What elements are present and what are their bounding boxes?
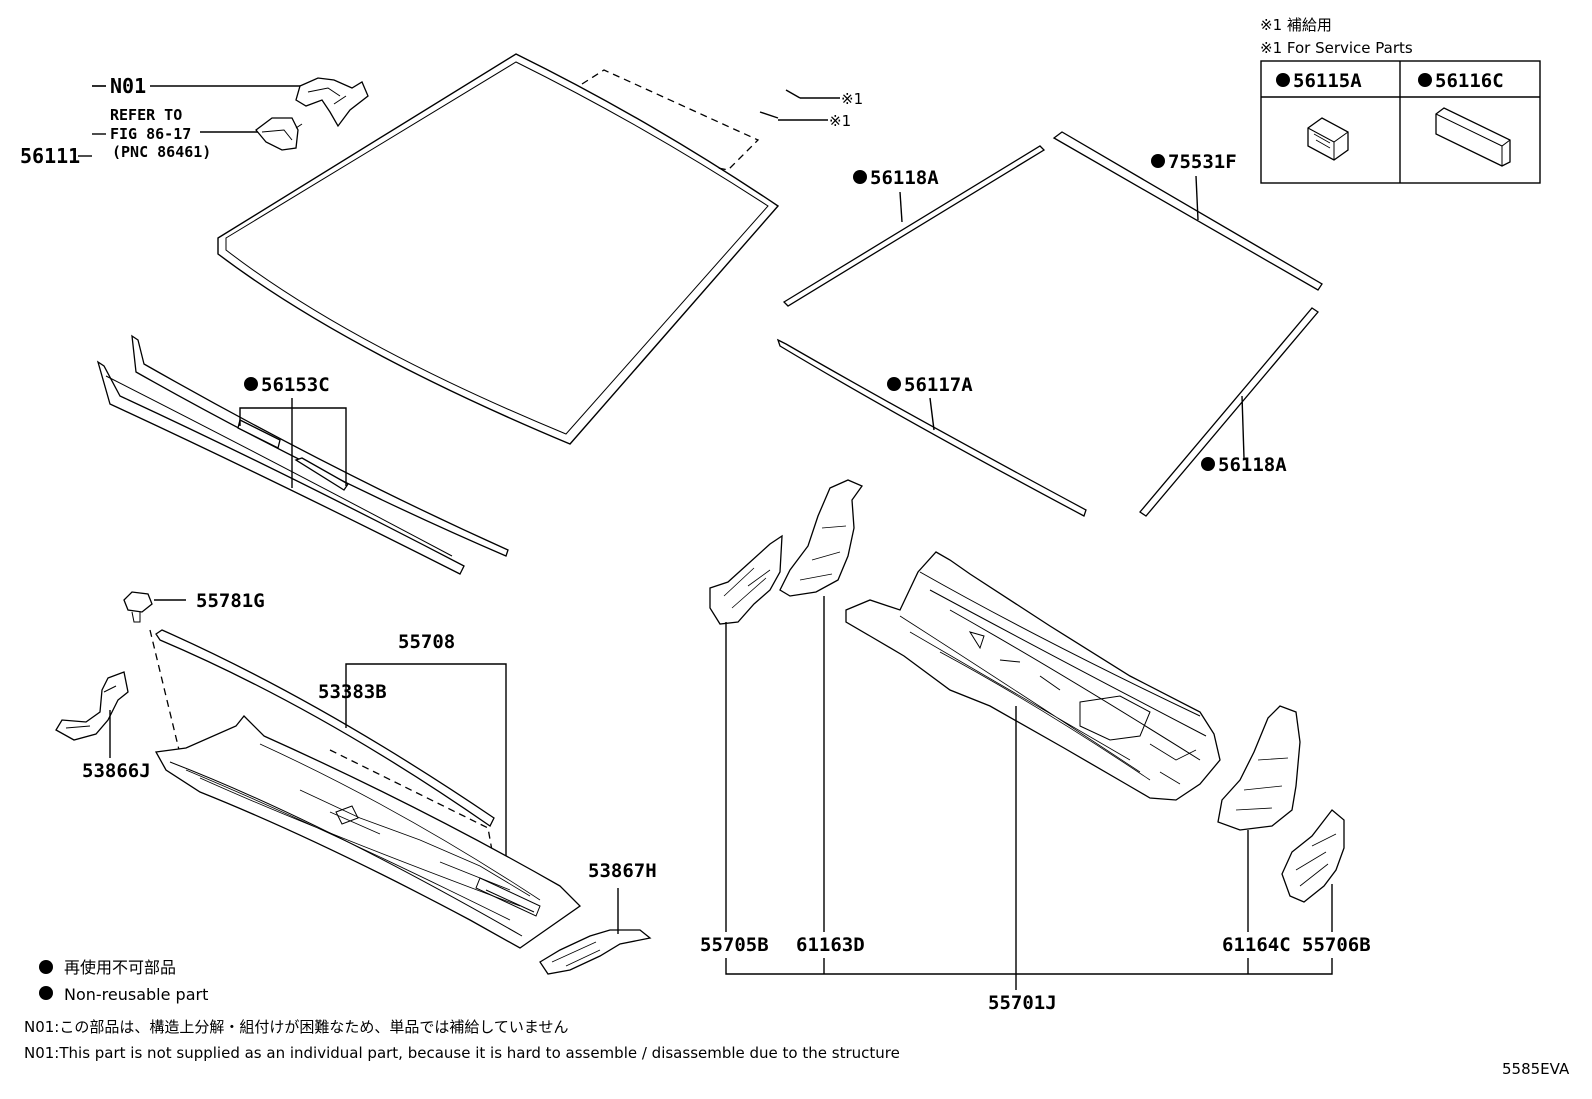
legend-col-2[interactable]: 56116C <box>1435 70 1504 92</box>
molding-56153c <box>96 334 509 575</box>
note-n01-jp: N01:この部品は、構造上分解・組付けが困難なため、単品では補給していません <box>24 1018 568 1036</box>
molding-56118a-top <box>782 145 1046 307</box>
non-reusable-dot-icon <box>853 170 867 184</box>
pillar-61163d-drawing <box>779 479 863 597</box>
part-53383b[interactable]: 53383B <box>318 681 387 703</box>
molding-56117a <box>776 338 1087 517</box>
non-reusable-dot-icon <box>39 960 53 974</box>
label-n01[interactable]: N01 <box>110 74 146 98</box>
cowl-panel-55708-drawing <box>154 715 582 949</box>
legend-title-en: ※1 For Service Parts <box>1260 39 1413 57</box>
part-55781g[interactable]: 55781G <box>196 590 265 612</box>
part-53867h[interactable]: 53867H <box>588 860 657 882</box>
seal-53383b-drawing <box>155 629 495 827</box>
callout-56111: N01 REFER TO FIG 86-17 (PNC 86461) 56111 <box>20 74 369 168</box>
part-56117a[interactable]: 56117A <box>904 374 973 396</box>
part-55705b[interactable]: 55705B <box>700 934 769 956</box>
molding-56118a-side <box>1139 307 1319 517</box>
molding-75531f <box>1052 131 1323 291</box>
part-55708[interactable]: 55708 <box>398 631 455 653</box>
part-56118a-side[interactable]: 56118A <box>1218 454 1287 476</box>
non-reusable-dot-icon <box>1201 457 1215 471</box>
non-reusable-dot-icon <box>244 377 258 391</box>
figure-code: 5585EVA <box>1502 1060 1570 1078</box>
legend-col-1[interactable]: 56115A <box>1293 70 1362 92</box>
panel-55706b-drawing <box>1281 809 1345 903</box>
service-parts-legend: ※1 補給用 ※1 For Service Parts 56115A 56116… <box>1260 16 1541 184</box>
clip-55781g-drawing <box>123 591 153 623</box>
non-reusable-dot-icon <box>39 986 53 1000</box>
service-ref-marker-2: ※1 <box>829 112 851 130</box>
dash-panel-55701j-drawing <box>845 551 1221 801</box>
note-n01-en: N01:This part is not supplied as an indi… <box>24 1044 900 1062</box>
part-56111[interactable]: 56111 <box>20 144 80 168</box>
non-reusable-dot-icon <box>1418 73 1432 87</box>
part-55706b[interactable]: 55706B <box>1302 934 1371 956</box>
dashed-leader <box>149 629 181 755</box>
assembly-bracket <box>725 958 1333 975</box>
non-reusable-dot-icon <box>1276 73 1290 87</box>
part-55701j[interactable]: 55701J <box>988 992 1057 1014</box>
part-53866j[interactable]: 53866J <box>82 760 151 782</box>
service-ref-parts: ※1 ※1 <box>759 89 863 130</box>
part-56153c[interactable]: 56153C <box>261 374 330 396</box>
part-75531f[interactable]: 75531F <box>1168 151 1237 173</box>
non-reusable-dot-icon <box>887 377 901 391</box>
non-reusable-dot-icon <box>1151 154 1165 168</box>
part-56118a-top[interactable]: 56118A <box>870 167 939 189</box>
note-nonreuse-jp: 再使用不可部品 <box>64 958 176 977</box>
bracket-53867h-drawing <box>539 929 652 975</box>
dashed-leader <box>581 69 760 171</box>
label-refer-to: REFER TO <box>110 106 182 124</box>
clip-56115a-drawing <box>1307 117 1349 161</box>
label-refer-pnc: (PNC 86461) <box>112 143 211 161</box>
sensor-bracket-drawing <box>255 117 303 151</box>
bracket-n01-drawing <box>295 77 369 128</box>
service-ref-marker-1: ※1 <box>841 90 863 108</box>
panel-55705b-drawing <box>709 534 783 625</box>
label-refer-fig[interactable]: FIG 86-17 <box>110 125 191 143</box>
part-61164c[interactable]: 61164C <box>1222 934 1291 956</box>
note-nonreuse-en: Non-reusable part <box>64 985 208 1004</box>
pillar-61164c-drawing <box>1217 705 1301 831</box>
windshield-glass <box>217 53 780 445</box>
part-61163d[interactable]: 61163D <box>796 934 865 956</box>
clip-56116c-drawing <box>1435 107 1511 167</box>
legend-title-jp: ※1 補給用 <box>1260 16 1332 34</box>
bracket-53866j-drawing <box>55 671 129 741</box>
